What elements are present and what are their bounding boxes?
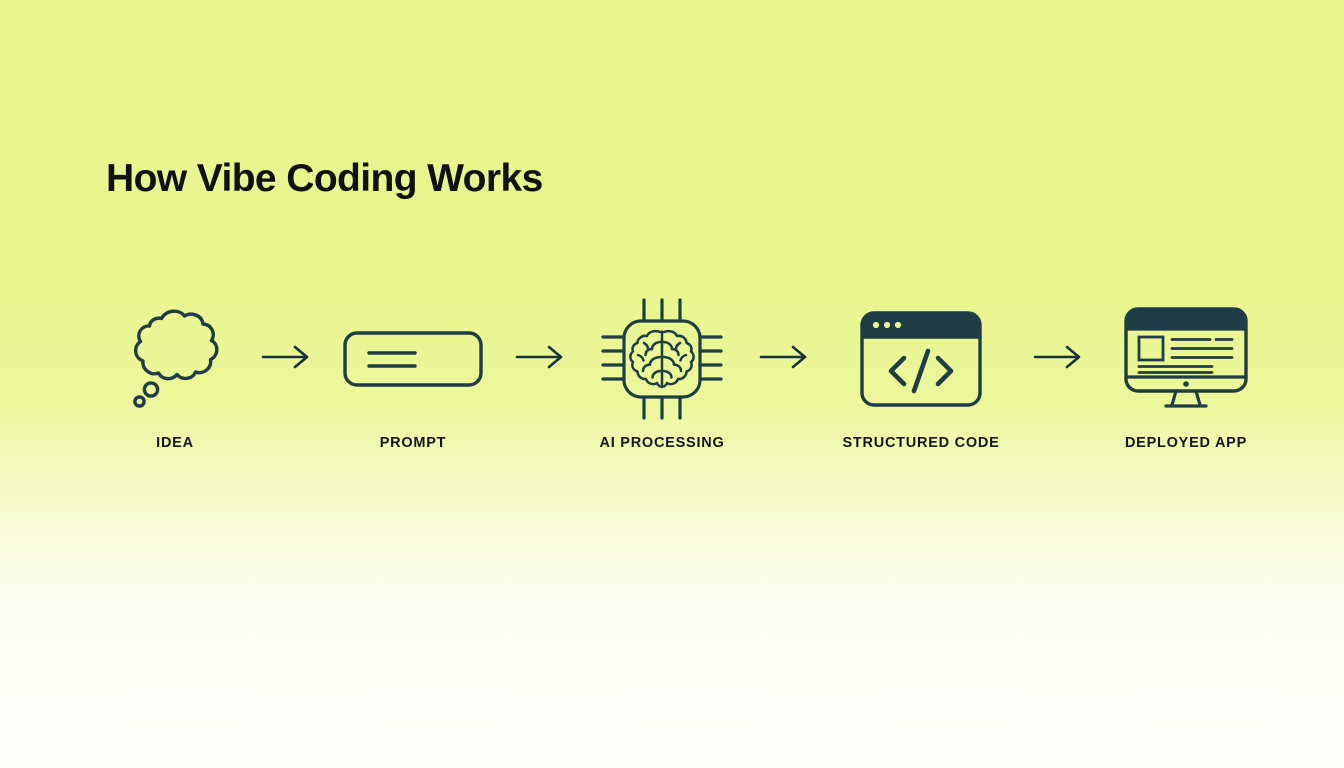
flow-step-ai-processing-icon-container (600, 295, 724, 423)
brain-chip-icon (601, 298, 723, 420)
arrow-idea-to-prompt (261, 295, 311, 423)
flow-step-idea-label: IDEA (156, 435, 194, 451)
text-input-field-icon (343, 331, 483, 387)
flow-step-deployed-app-label: DEPLOYED APP (1124, 435, 1248, 451)
flow-step-deployed-app-icon-container (1124, 295, 1248, 423)
flow-step-idea-icon-container (127, 295, 223, 423)
flow-step-structured-code: STRUCTURED CODE (826, 295, 1016, 451)
flow-step-prompt-label: PROMPT (379, 435, 447, 451)
arrow-code-to-app (1033, 295, 1083, 423)
flow-step-ai-processing-label: AI PROCESSING (599, 435, 725, 451)
code-window-icon (860, 311, 982, 407)
flow-step-structured-code-icon-container (860, 295, 982, 423)
arrow-prompt-to-ai (515, 295, 565, 423)
arrow-right-icon (261, 345, 309, 369)
desktop-monitor-icon (1124, 307, 1248, 408)
flow-step-ai-processing: AI PROCESSING (582, 295, 742, 451)
process-flow-diagram: IDEA PROMPT (106, 295, 1272, 451)
page-title: How Vibe Coding Works (106, 157, 543, 200)
thought-bubble-icon (133, 309, 219, 408)
flow-step-prompt-icon-container (343, 295, 483, 423)
flow-step-idea: IDEA (106, 295, 244, 451)
flow-step-structured-code-label: STRUCTURED CODE (842, 435, 1000, 451)
arrow-right-icon (759, 345, 807, 369)
arrow-right-icon (515, 345, 563, 369)
arrow-right-icon (1033, 345, 1081, 369)
arrow-ai-to-code (759, 295, 809, 423)
flow-step-prompt: PROMPT (328, 295, 498, 451)
flow-step-deployed-app: DEPLOYED APP (1100, 295, 1272, 451)
